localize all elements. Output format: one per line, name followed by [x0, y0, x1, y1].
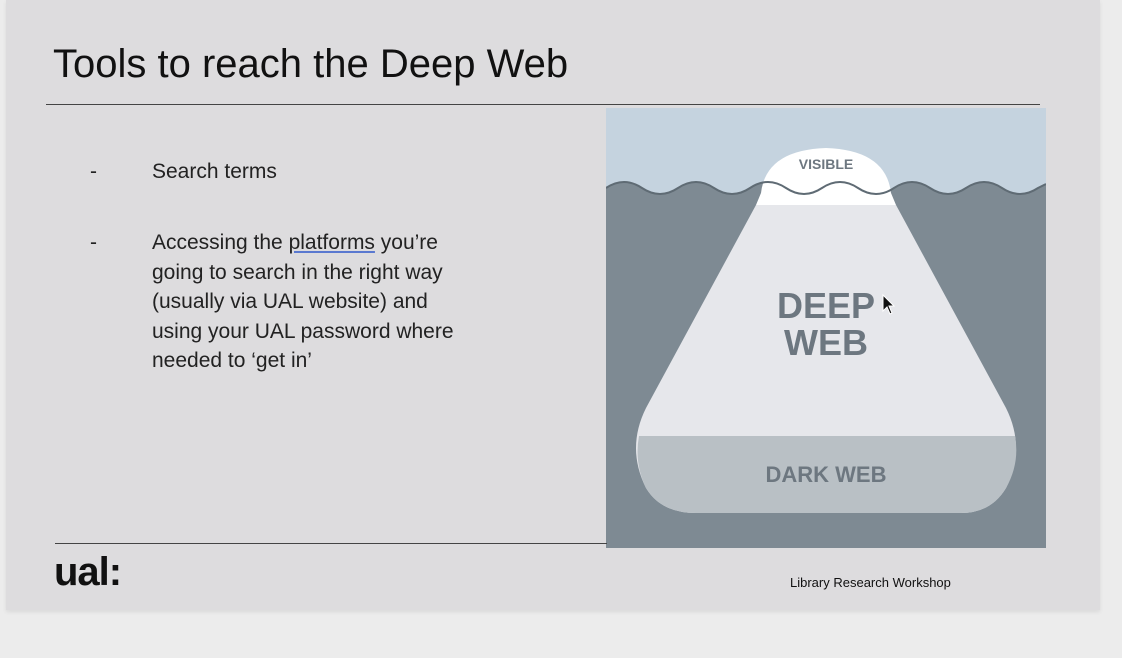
mouse-cursor-icon	[882, 293, 896, 315]
footer-divider	[55, 543, 607, 544]
bullet-text-part: you’re going to search in the right way …	[152, 231, 454, 372]
bullet-text: Search terms	[152, 160, 277, 183]
web-label: WEB	[784, 322, 868, 363]
visible-label: VISIBLE	[799, 156, 853, 172]
bullet-text-part: Accessing the	[152, 231, 289, 254]
wave-line	[606, 181, 1046, 195]
deep-label: DEEP	[777, 285, 875, 326]
bullet-dash: -	[90, 231, 97, 254]
platforms-word: platforms	[288, 231, 375, 254]
ual-logo: ual:	[54, 550, 122, 594]
iceberg-diagram: VISIBLE DEEP WEB DARK WEB	[606, 108, 1046, 548]
visible-tip	[761, 148, 891, 193]
bullet-text: Accessing the platforms you’re going to …	[152, 228, 472, 376]
footer-text: Library Research Workshop	[790, 575, 951, 590]
visible-band	[756, 193, 896, 205]
dark-web-label: DARK WEB	[766, 462, 887, 487]
dark-web-band	[637, 436, 1017, 513]
bullet-dash: -	[90, 160, 97, 183]
title-divider	[46, 104, 1040, 105]
slide-title: Tools to reach the Deep Web	[53, 42, 569, 86]
